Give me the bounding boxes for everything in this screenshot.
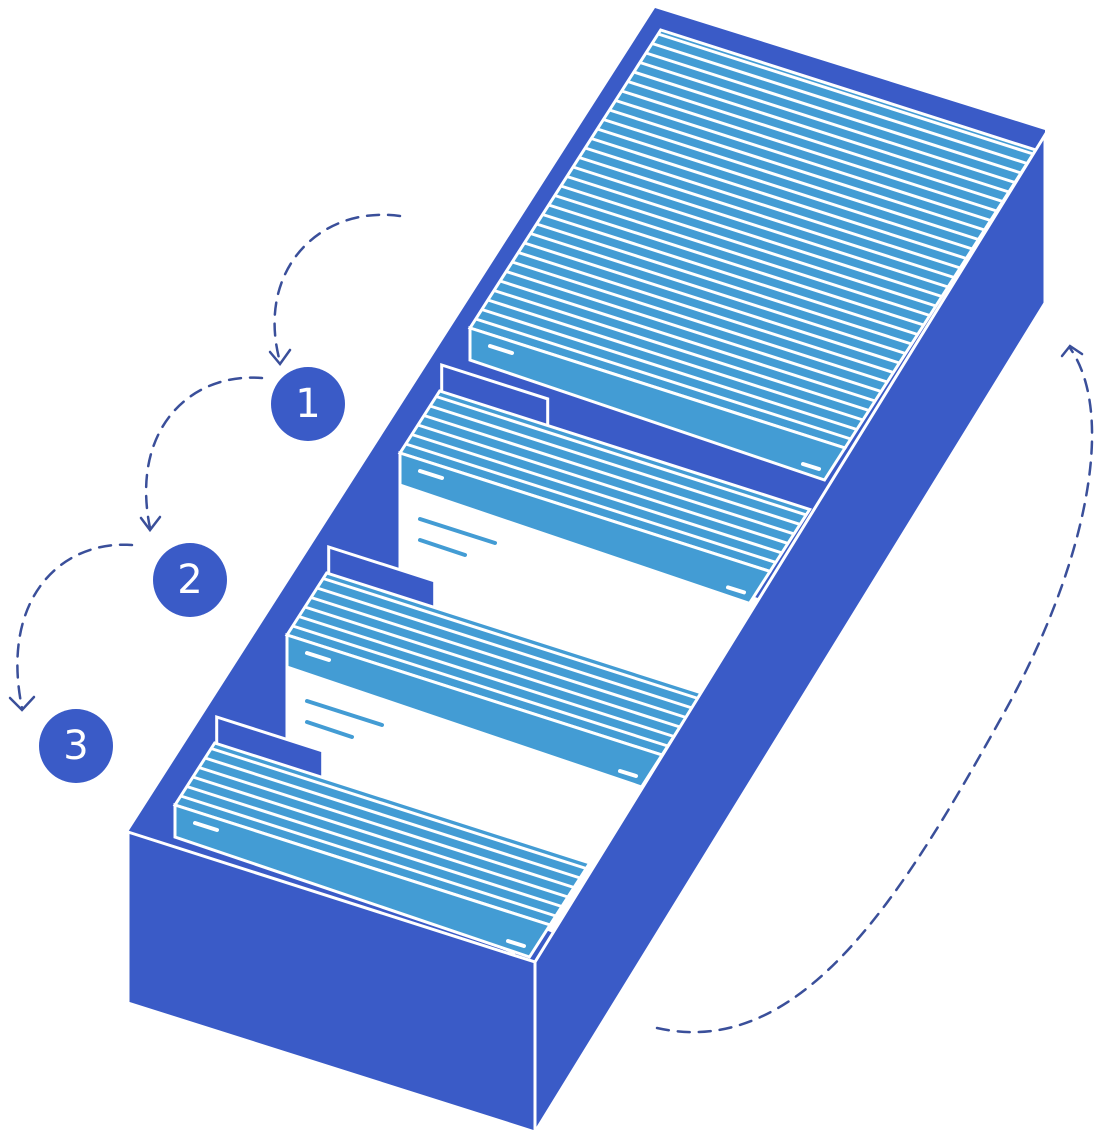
card-stack — [172, 714, 593, 959]
card-stack-front — [398, 450, 773, 606]
card-edge-line — [304, 605, 681, 729]
card-edge-line — [180, 794, 557, 918]
step-badge-2: 2 — [153, 543, 227, 617]
card-edge-line — [578, 156, 955, 279]
card-edge-line — [584, 146, 961, 270]
card-edge-line — [590, 137, 967, 260]
card-edge-line — [633, 70, 1010, 194]
arrows — [16, 213, 1094, 1034]
card-edge-line — [517, 251, 894, 374]
card-edge-line — [511, 260, 888, 384]
card-label-dash — [506, 939, 526, 948]
card-edge-line — [566, 175, 943, 298]
card-edge-line — [192, 775, 569, 899]
card-edge-line — [596, 127, 973, 251]
card-edge-line — [204, 756, 581, 880]
card-edge-line — [572, 165, 949, 289]
card-edge-line — [523, 241, 900, 365]
card-label-dash — [305, 651, 331, 662]
card-stacks — [172, 28, 1039, 959]
card-edge-line — [530, 232, 906, 355]
dashed-arrow-1-to-2 — [144, 376, 264, 530]
card-edge-line — [639, 61, 1016, 184]
card-edge-line — [621, 89, 998, 213]
card-label-dash — [418, 469, 444, 480]
step-label: 2 — [177, 557, 202, 603]
card-edge-line — [198, 766, 575, 889]
card-edge-line — [475, 317, 852, 441]
card-edge-line — [405, 442, 777, 564]
arrowheads — [8, 344, 1084, 712]
card-label-dash — [801, 462, 821, 471]
step-label: 3 — [63, 723, 88, 769]
box-right-face — [533, 129, 1047, 1138]
card-stack-front — [468, 325, 848, 482]
card-edge-line — [542, 213, 919, 336]
card-edge-line — [615, 99, 992, 222]
card-stack — [397, 362, 813, 785]
card-edge-line — [435, 395, 807, 517]
card-edge-line — [481, 308, 858, 431]
card-label-dash — [618, 769, 638, 778]
card-edge-line — [493, 289, 870, 412]
card-edge-line — [536, 222, 913, 346]
arrowhead-icon — [139, 515, 162, 533]
step-label: 1 — [295, 381, 320, 427]
card-edge-line — [423, 414, 795, 536]
arrowhead-icon — [1060, 344, 1084, 358]
card-label-dash — [488, 344, 514, 355]
card-edge-line — [554, 194, 931, 317]
card-edge-line — [417, 423, 789, 545]
card-edge-line — [487, 298, 864, 422]
dashed-arrow-into-1 — [273, 213, 402, 364]
card-stack-front — [173, 802, 553, 959]
card-edge-line — [609, 108, 985, 232]
card-text-line — [305, 699, 384, 727]
card-edge-line — [657, 32, 1034, 156]
card-edge-line — [645, 51, 1022, 175]
card-text-line — [418, 517, 497, 545]
card-edge-line — [210, 747, 587, 870]
card-edge-line — [602, 118, 979, 241]
card-edge-line — [298, 615, 675, 738]
card-edge-line — [186, 785, 563, 908]
dashed-arrow-2-to-3 — [16, 543, 134, 710]
card-edge-line — [411, 433, 783, 555]
card-edge-line — [322, 577, 699, 700]
card-label-dash — [726, 585, 746, 595]
step-badge-3: 3 — [39, 709, 113, 783]
dashed-arrow-return — [655, 346, 1094, 1034]
arrowhead-icon — [8, 695, 36, 712]
card-edge-line — [316, 586, 693, 710]
step-badge-1: 1 — [271, 367, 345, 441]
card-edge-line — [310, 596, 687, 719]
card-edge-line — [548, 203, 925, 327]
card-text-line — [305, 720, 354, 739]
card-label-dash — [193, 821, 219, 832]
card-edge-line — [429, 404, 801, 526]
card-edge-line — [560, 184, 937, 308]
card-edge-line — [505, 270, 882, 393]
card-edge-line — [627, 80, 1004, 203]
card-edge-line — [499, 279, 876, 403]
arrowhead-icon — [268, 348, 292, 367]
card-edge-line — [292, 624, 669, 748]
card-edge-line — [651, 42, 1028, 165]
card-text-line — [418, 538, 467, 557]
